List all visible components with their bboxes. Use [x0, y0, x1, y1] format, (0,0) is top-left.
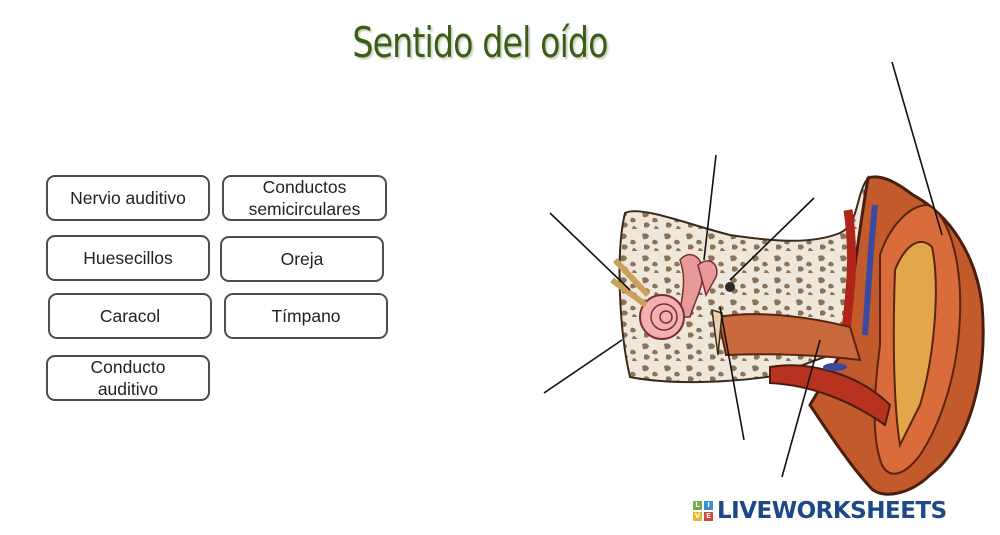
tile-label: Oreja	[280, 249, 324, 269]
liveworksheets-logo[interactable]: L I V E LIVEWORKSHEETS	[693, 498, 947, 524]
draggable-label-caracol[interactable]: Caracol	[48, 293, 212, 339]
tile-label: Conducto auditivo	[90, 357, 166, 399]
draggable-label-nervio-auditivo[interactable]: Nervio auditivo	[46, 175, 210, 221]
tile-label: Tímpano	[271, 306, 341, 326]
logo-text: LIVEWORKSHEETS	[717, 498, 947, 524]
pointer-lines	[543, 61, 943, 478]
tile-label: Caracol	[99, 306, 161, 326]
draggable-label-timpano[interactable]: Tímpano	[224, 293, 388, 339]
draggable-label-huesecillos[interactable]: Huesecillos	[46, 235, 210, 281]
tile-label: Huesecillos	[83, 248, 173, 268]
auditory-nerve	[610, 257, 651, 308]
draggable-label-conductos-semicirculares[interactable]: Conductos semicirculares	[222, 175, 387, 221]
logo-mark-letter: L	[693, 501, 702, 510]
liveworksheets-logo-icon: L I V E	[693, 501, 713, 521]
ear-diagram	[543, 61, 985, 496]
logo-mark-letter: V	[693, 512, 702, 521]
tile-label: Nervio auditivo	[70, 188, 186, 208]
draggable-label-conducto-auditivo[interactable]: Conducto auditivo	[46, 355, 210, 401]
cochlea	[639, 294, 685, 340]
tile-label: Conductos semicirculares	[248, 177, 361, 219]
logo-mark-letter: E	[704, 512, 713, 521]
page-title: Sentido del oído	[352, 18, 608, 67]
logo-mark-letter: I	[704, 501, 713, 510]
external-ear	[808, 175, 985, 496]
middle-ear	[679, 253, 735, 356]
draggable-label-oreja[interactable]: Oreja	[220, 236, 384, 282]
